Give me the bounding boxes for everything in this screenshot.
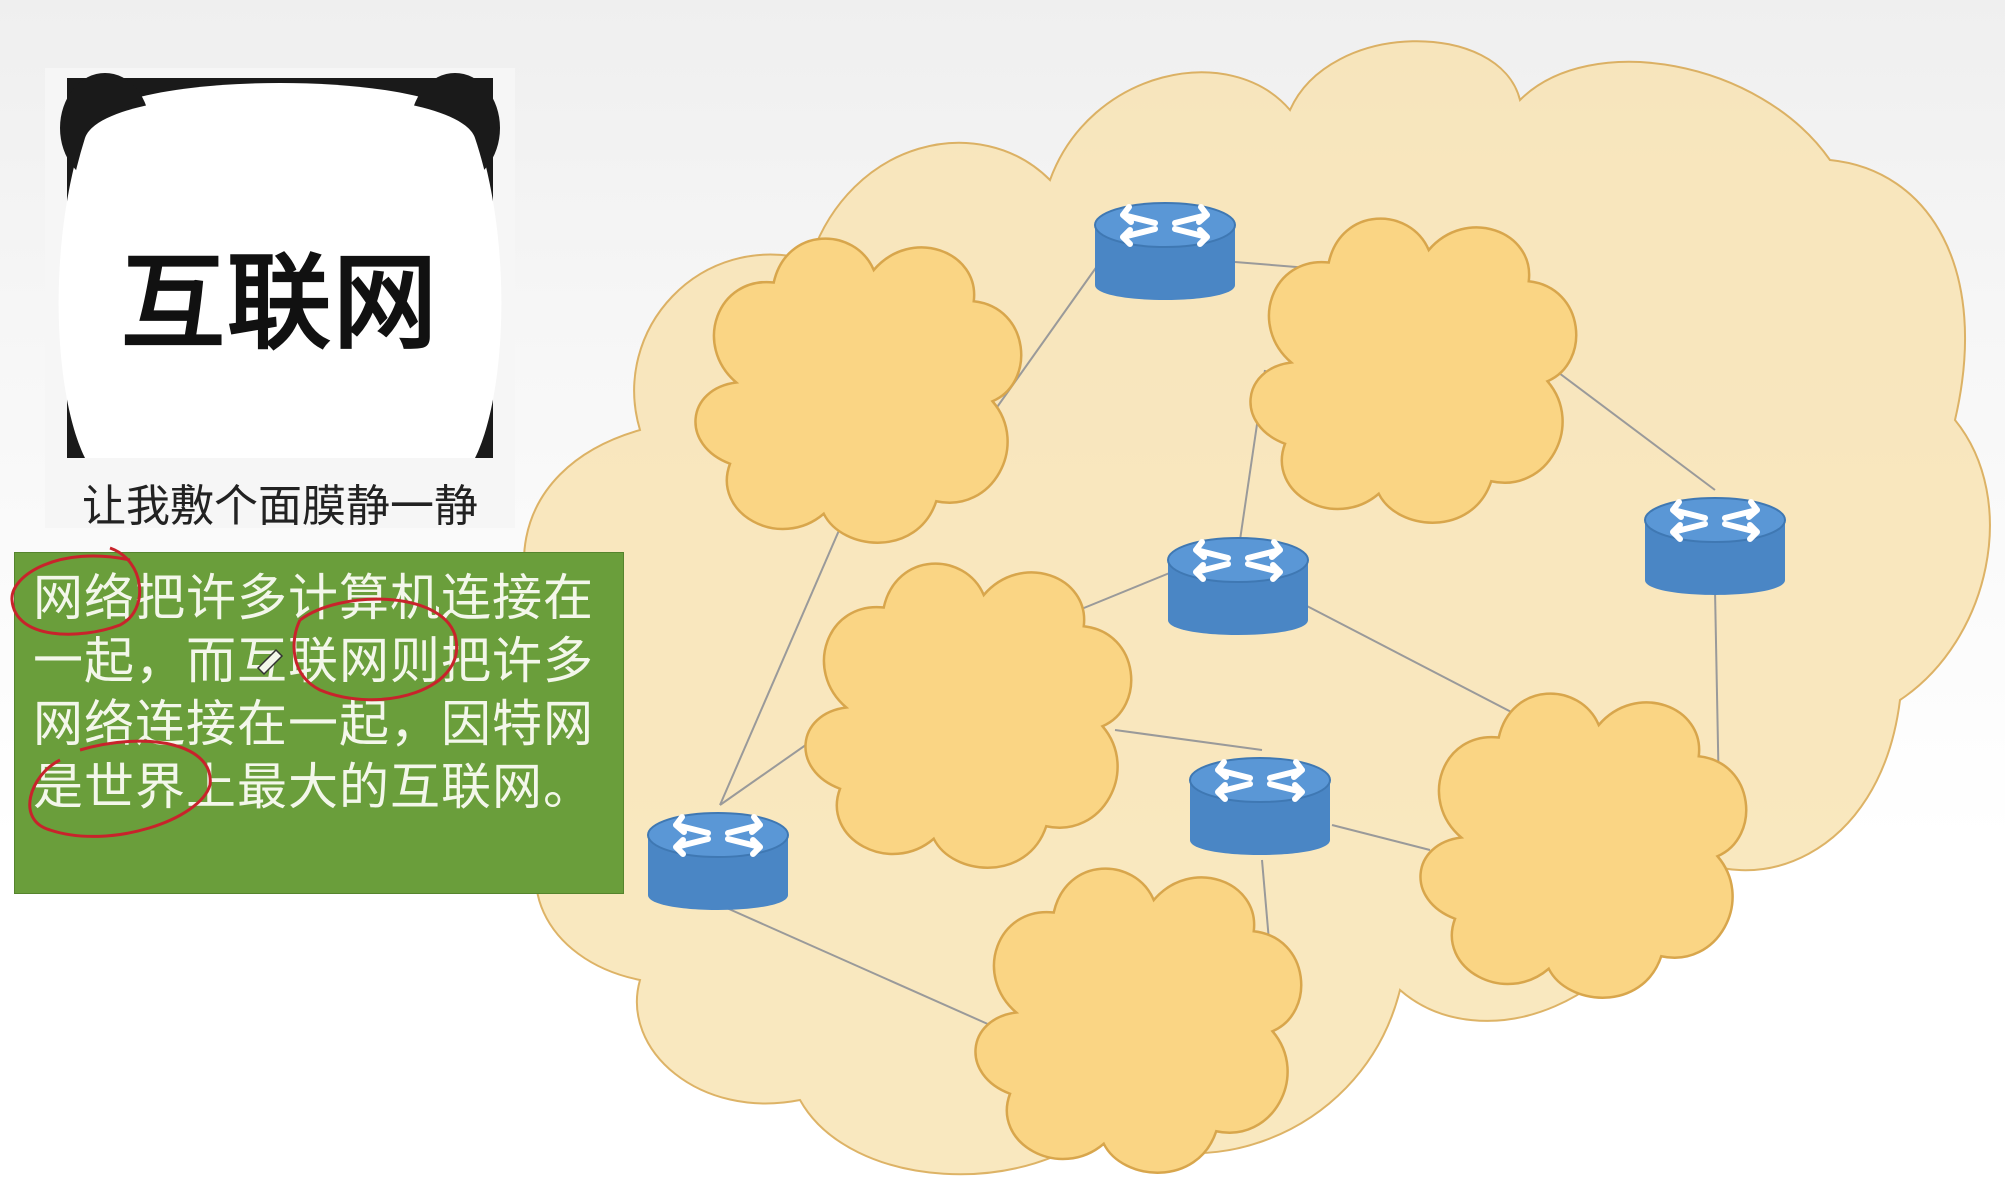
link bbox=[719, 904, 991, 1026]
link bbox=[1554, 369, 1716, 491]
meme-title: 互联网 bbox=[120, 241, 439, 364]
meme-caption: 让我敷个面膜静一静 bbox=[82, 481, 478, 532]
router-icon bbox=[648, 813, 788, 910]
link bbox=[1114, 729, 1263, 751]
router-icon bbox=[1645, 498, 1785, 595]
definition-text: 网络把许多计算机连接在一起，而互联网则把许多网络连接在一起，因特网是世界上最大的… bbox=[33, 569, 594, 816]
panda-face-illustration bbox=[58, 73, 502, 458]
link bbox=[719, 504, 851, 806]
link bbox=[719, 734, 821, 806]
definition-box: 网络把许多计算机连接在一起，而互联网则把许多网络连接在一起，因特网是世界上最大的… bbox=[14, 552, 624, 894]
meme-image: 互联网 让我敷个面膜静一静 bbox=[45, 68, 515, 532]
panda-face-fill bbox=[60, 93, 500, 458]
link bbox=[1331, 824, 1431, 851]
router-icon bbox=[1190, 758, 1330, 855]
router-icon bbox=[1168, 538, 1308, 635]
router-icon bbox=[1095, 203, 1235, 300]
